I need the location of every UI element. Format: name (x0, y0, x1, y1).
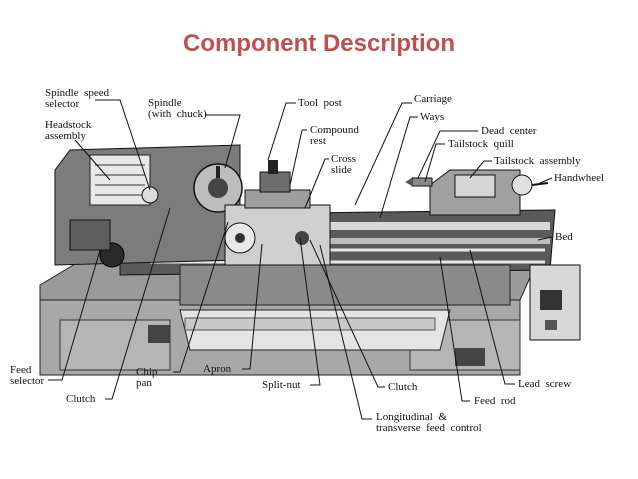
label-longitudinal-transverse-feed-control: Longitudinal & transverse feed control (376, 411, 482, 434)
label-split-nut: Split-nut (262, 379, 301, 391)
headstock (54, 144, 241, 268)
label-feed-rod: Feed rod (474, 395, 516, 407)
label-carriage: Carriage (414, 93, 452, 105)
label-spindle-with-chuck: Spindle (with chuck) (148, 97, 207, 120)
label-spindle-speed-selector: Spindle speed selector (45, 87, 110, 110)
label-dead-center: Dead center (481, 125, 537, 137)
control-box (529, 264, 581, 341)
label-clutch-right: Clutch (388, 381, 418, 393)
label-handwheel: Handwheel (554, 172, 605, 184)
label-clutch-left: Clutch (66, 393, 96, 405)
tailstock (405, 169, 549, 216)
label-lead-screw: Lead screw (518, 378, 572, 390)
label-compound-rest: Compound rest (310, 124, 359, 147)
leader-lines (48, 99, 553, 420)
label-bed: Bed (555, 231, 573, 243)
label-apron: Apron (203, 363, 232, 375)
label-cross-slide: Cross slide (331, 153, 357, 176)
label-ways: Ways (420, 111, 445, 123)
label-tailstock-assembly: Tailstock assembly (494, 155, 581, 167)
label-feed-selector: Feed selector (10, 364, 45, 387)
label-headstock-assembly: Headstock assembly (45, 119, 92, 142)
chip-pan (179, 309, 451, 351)
page-title: Component Description (182, 30, 455, 57)
chuck (193, 163, 243, 213)
label-tailstock-quill: Tailstock quill (448, 138, 514, 150)
label-chip-pan: Chip pan (136, 366, 158, 389)
label-tool-post: Tool post (298, 97, 342, 109)
carriage (224, 160, 331, 266)
